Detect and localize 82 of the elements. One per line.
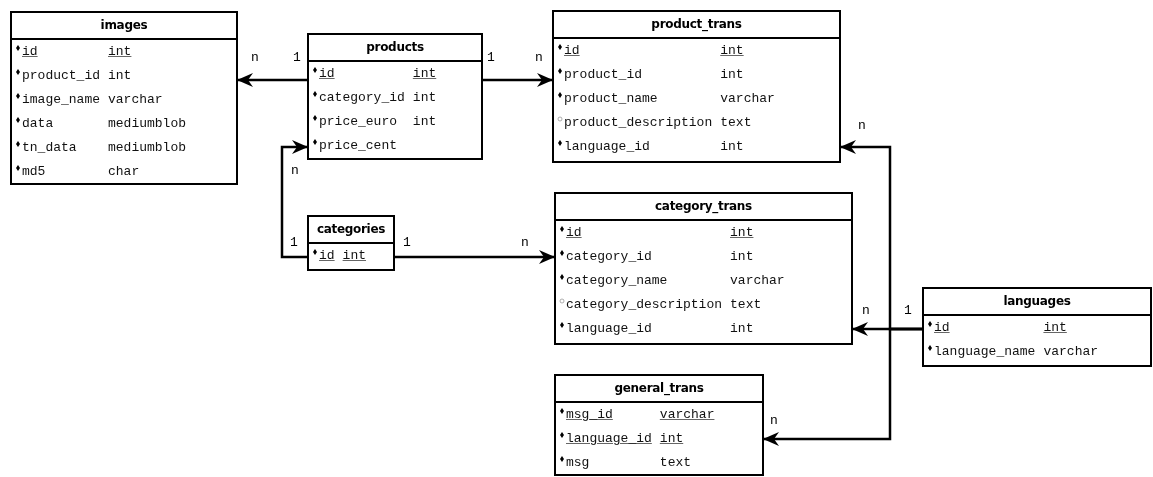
column-name: id <box>566 224 583 242</box>
table-box <box>922 287 1152 367</box>
column-name: product_name <box>564 90 659 108</box>
column-name: product_id <box>564 66 643 84</box>
column-type: int <box>720 138 745 156</box>
column-name: language_name <box>934 343 1037 361</box>
table-name: general_trans <box>614 380 704 398</box>
column-type: text <box>730 296 763 314</box>
cardinality-label: n <box>862 303 870 318</box>
column-type: text <box>659 454 693 472</box>
cardinality-label: 1 <box>290 235 298 250</box>
column-type: int <box>412 89 437 107</box>
cardinality-label: n <box>521 235 529 250</box>
column-type: char <box>108 163 141 181</box>
column-name: msg <box>566 454 591 472</box>
column-name: id <box>22 43 39 61</box>
column-name: image_name <box>22 91 101 109</box>
column-type: int <box>1043 319 1068 337</box>
table-box <box>307 215 395 271</box>
column-type: varchar <box>659 406 715 424</box>
table-box <box>10 11 238 185</box>
column-type: int <box>720 66 745 84</box>
column-name: product_id <box>22 67 101 85</box>
table-name: languages <box>1003 293 1071 310</box>
column-name: md5 <box>22 163 47 181</box>
table-name: product_trans <box>651 16 742 34</box>
table-box <box>554 374 764 476</box>
table-box <box>552 10 841 163</box>
cardinality-label: n <box>770 413 778 428</box>
column-type: varchar <box>108 91 164 109</box>
cardinality-label: n <box>535 50 543 65</box>
arrow <box>280 140 308 259</box>
cardinality-label: n <box>858 118 866 133</box>
column-name: category_description <box>566 296 724 314</box>
table-name: category_trans <box>655 198 752 216</box>
cardinality-label: 1 <box>904 303 912 318</box>
column-type: int <box>412 65 437 83</box>
column-name: data <box>22 115 55 133</box>
arrow <box>395 250 555 264</box>
table-name: products <box>366 39 424 56</box>
arrow <box>483 73 553 87</box>
column-type: int <box>108 43 133 61</box>
column-type: varchar <box>1043 343 1099 361</box>
column-type: int <box>108 67 133 85</box>
column-name: price_cent <box>319 137 398 155</box>
column-type: int <box>412 113 437 131</box>
column-type: int <box>730 224 755 242</box>
column-type: mediumblob <box>108 139 187 157</box>
cardinality-label: n <box>251 50 259 65</box>
table-name: categories <box>316 221 386 238</box>
cardinality-label: 1 <box>293 50 301 65</box>
column-type: int <box>730 320 755 338</box>
column-type: varchar <box>720 90 775 108</box>
table-box <box>307 33 483 160</box>
cardinality-label: n <box>291 163 299 178</box>
table-name: images <box>100 17 148 34</box>
column-name: price_euro <box>319 113 398 131</box>
column-name: product_description <box>564 114 714 132</box>
column-name: language_id <box>564 138 651 156</box>
column-type: text <box>720 114 753 132</box>
table-box <box>554 192 853 345</box>
column-name: category_id <box>319 89 406 107</box>
arrow <box>237 73 307 87</box>
column-name: category_id <box>566 248 653 266</box>
column-name: id <box>319 247 336 265</box>
column-type: int <box>730 248 755 266</box>
column-type: varchar <box>730 272 785 290</box>
column-name: tn_data <box>22 139 78 157</box>
cardinality-label: 1 <box>403 235 411 250</box>
column-name: id <box>934 319 951 337</box>
column-name: language_id <box>566 320 653 338</box>
column-name: msg_id <box>566 406 614 424</box>
column-type: int <box>659 430 685 448</box>
arrow <box>763 327 922 446</box>
column-type: int <box>720 42 745 60</box>
column-type: mediumblob <box>108 115 187 133</box>
cardinality-label: 1 <box>487 50 495 65</box>
column-name: language_id <box>566 430 653 448</box>
column-name: id <box>564 42 581 60</box>
column-name: category_name <box>566 272 669 290</box>
column-type: int <box>342 247 366 265</box>
column-name: id <box>319 65 336 83</box>
